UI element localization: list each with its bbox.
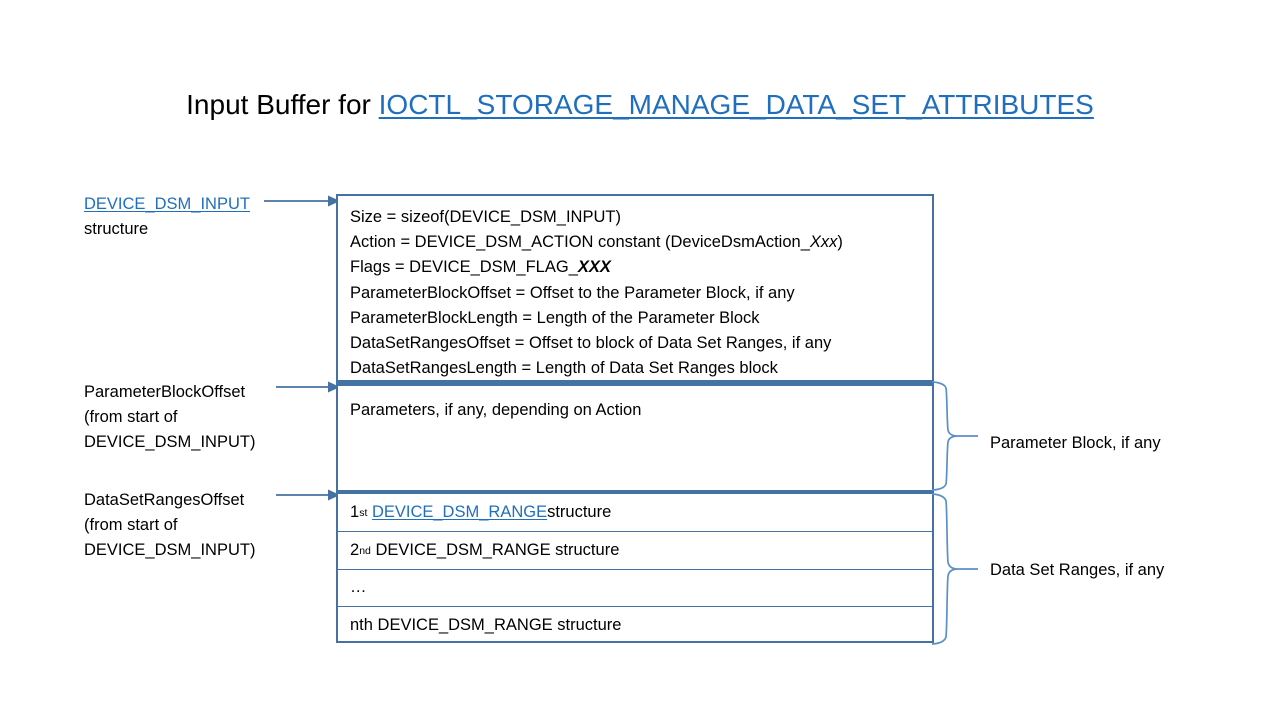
field-datasetrangesoffset: DataSetRangesOffset = Offset to block of… — [350, 334, 832, 353]
field-parameterblocklength: ParameterBlockLength = Length of the Par… — [350, 308, 760, 327]
label-device-dsm-input: DEVICE_DSM_INPUT structure — [84, 192, 250, 242]
brace-label-parameter-block: Parameter Block, if any — [990, 434, 1161, 452]
range-row-1-sup: st — [359, 506, 368, 519]
field-flags: Flags = DEVICE_DSM_FLAG_XXX — [350, 255, 932, 280]
label-parameter-block-offset-line2: (from start of — [84, 408, 178, 426]
range-row-nth-ordinal: nth — [350, 615, 373, 634]
label-data-set-ranges-offset-line2: (from start of — [84, 516, 178, 534]
label-device-dsm-input-line2: structure — [84, 220, 149, 238]
ioctl-link[interactable]: IOCTL_STORAGE_MANAGE_DATA_SET_ATTRIBUTES — [378, 89, 1094, 120]
range-row-ellipsis: … — [338, 568, 932, 606]
brace-parameter-block — [931, 381, 978, 491]
field-action-pre: Action = DEVICE_DSM_ACTION constant (Dev… — [350, 233, 810, 252]
label-data-set-ranges-offset-line3: DEVICE_DSM_INPUT) — [84, 541, 256, 559]
parameter-block-text: Parameters, if any, depending on Action — [350, 401, 642, 419]
range-row-1-ordinal: 1 — [350, 503, 360, 522]
page-title-prefix: Input Buffer for — [186, 89, 379, 120]
field-flags-pre: Flags = DEVICE_DSM_FLAG_ — [350, 258, 578, 277]
label-parameter-block-offset-line1: ParameterBlockOffset — [84, 383, 246, 401]
label-parameter-block-offset: ParameterBlockOffset (from start of DEVI… — [84, 380, 255, 455]
field-action-italic: Xxx — [809, 233, 838, 252]
page-title: Input Buffer for IOCTL_STORAGE_MANAGE_DA… — [0, 88, 1280, 122]
field-flags-bold-italic: XXX — [577, 258, 611, 277]
arrow-data-set-ranges-offset — [276, 489, 340, 501]
range-row-nth-tail: DEVICE_DSM_RANGE structure — [377, 615, 622, 634]
field-datasetrangeslength: DataSetRangesLength = Length of Data Set… — [350, 359, 778, 378]
parameter-block-box: Parameters, if any, depending on Action — [336, 382, 934, 492]
label-data-set-ranges-offset: DataSetRangesOffset (from start of DEVIC… — [84, 488, 255, 563]
device-dsm-input-header-box: Size = sizeof(DEVICE_DSM_INPUT) Action =… — [336, 194, 934, 382]
brace-data-set-ranges — [931, 493, 978, 645]
range-row-nth: nth DEVICE_DSM_RANGE structure — [338, 606, 932, 643]
device-dsm-input-link[interactable]: DEVICE_DSM_INPUT — [84, 195, 250, 213]
arrow-parameter-block-offset — [276, 381, 340, 393]
label-data-set-ranges-offset-line1: DataSetRangesOffset — [84, 491, 245, 509]
field-action-post: ) — [837, 233, 843, 252]
field-size: Size = sizeof(DEVICE_DSM_INPUT) — [350, 208, 621, 226]
range-row-1-tail: structure — [547, 503, 612, 522]
range-row-2-tail: DEVICE_DSM_RANGE structure — [375, 541, 620, 560]
range-row-2-sup: nd — [359, 544, 371, 557]
brace-label-data-set-ranges: Data Set Ranges, if any — [990, 561, 1165, 579]
arrow-device-dsm-input — [264, 195, 340, 207]
device-dsm-range-link[interactable]: DEVICE_DSM_RANGE — [371, 503, 548, 522]
label-parameter-block-offset-line3: DEVICE_DSM_INPUT) — [84, 433, 256, 451]
range-row-ellipsis-text: … — [350, 578, 367, 597]
field-parameterblockoffset: ParameterBlockOffset = Offset to the Par… — [350, 283, 795, 302]
field-action: Action = DEVICE_DSM_ACTION constant (Dev… — [350, 230, 932, 255]
range-row-2-ordinal: 2 — [350, 541, 360, 560]
